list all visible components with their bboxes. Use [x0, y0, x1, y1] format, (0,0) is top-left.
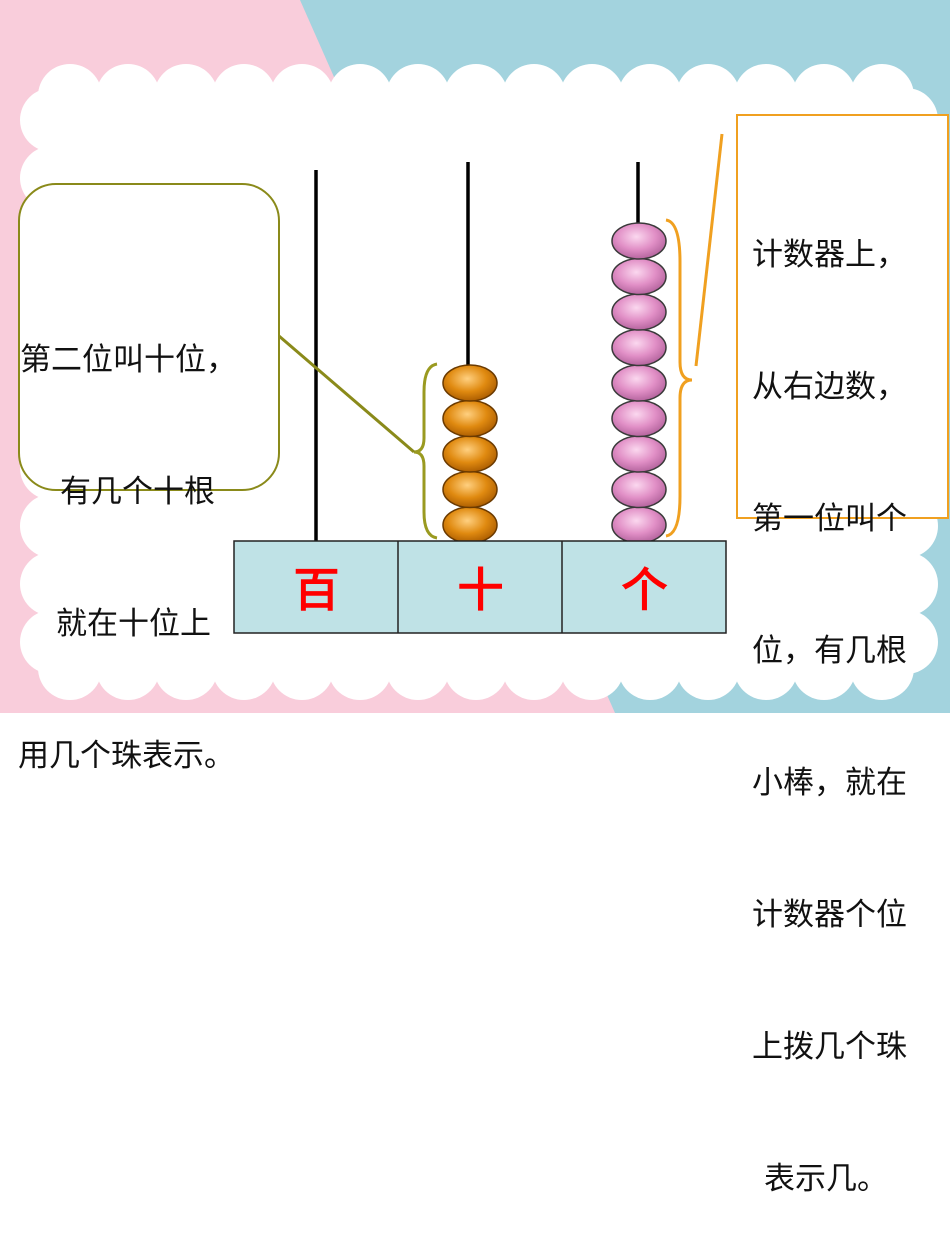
ones-bead — [611, 506, 667, 544]
ones-bead — [611, 399, 667, 438]
left-callout-line: 有几个十根 — [60, 474, 215, 510]
right-callout-box — [736, 114, 949, 519]
ones-label: 个 — [621, 563, 668, 617]
ones-bead — [611, 364, 667, 402]
tens-beads — [442, 364, 498, 544]
ones-bead — [611, 293, 667, 331]
left-callout-text: 第二位叫十位， 有几个十根 就在十位上 用几个珠表示。 — [18, 250, 280, 822]
tens-bead — [442, 470, 498, 509]
left-callout-line: 第二位叫十位， — [20, 342, 237, 378]
right-callout-line: 上拨几个珠 — [752, 1029, 907, 1065]
right-callout-line: 小棒，就在 — [752, 765, 907, 801]
ones-bead — [611, 328, 667, 367]
left-pointer-line — [271, 328, 415, 454]
right-pointer-line — [694, 133, 724, 367]
tens-bead — [442, 435, 498, 473]
right-callout-line: 计数器个位 — [752, 897, 907, 933]
ones-bead — [611, 470, 667, 509]
right-callout-line: 计数器上， — [752, 237, 907, 273]
right-callout-text: 计数器上， 从右边数， 第一位叫个 位，有几根 小棒，就在 计数器个位 上拨几个… — [752, 145, 907, 1245]
left-callout-box — [18, 183, 280, 491]
tens-bead — [442, 399, 498, 438]
left-callout-line: 就在十位上 — [56, 606, 211, 642]
tens-bead — [442, 364, 498, 402]
right-callout-line: 位，有几根 — [752, 633, 907, 669]
ones-beads — [611, 222, 667, 544]
tens-label: 十 — [457, 563, 504, 617]
ones-bead — [611, 435, 667, 473]
right-callout-line: 第一位叫个 — [752, 501, 907, 537]
right-callout-line: 从右边数， — [752, 369, 907, 405]
right-callout-line: 表示几。 — [764, 1161, 888, 1197]
hundreds-label: 百 — [293, 563, 340, 617]
ones-brace — [665, 218, 693, 538]
ones-bead — [611, 222, 667, 260]
place-value-table — [233, 540, 727, 634]
tens-bead — [442, 506, 498, 544]
left-callout-line: 用几个珠表示。 — [18, 738, 235, 774]
ones-bead — [611, 257, 667, 296]
